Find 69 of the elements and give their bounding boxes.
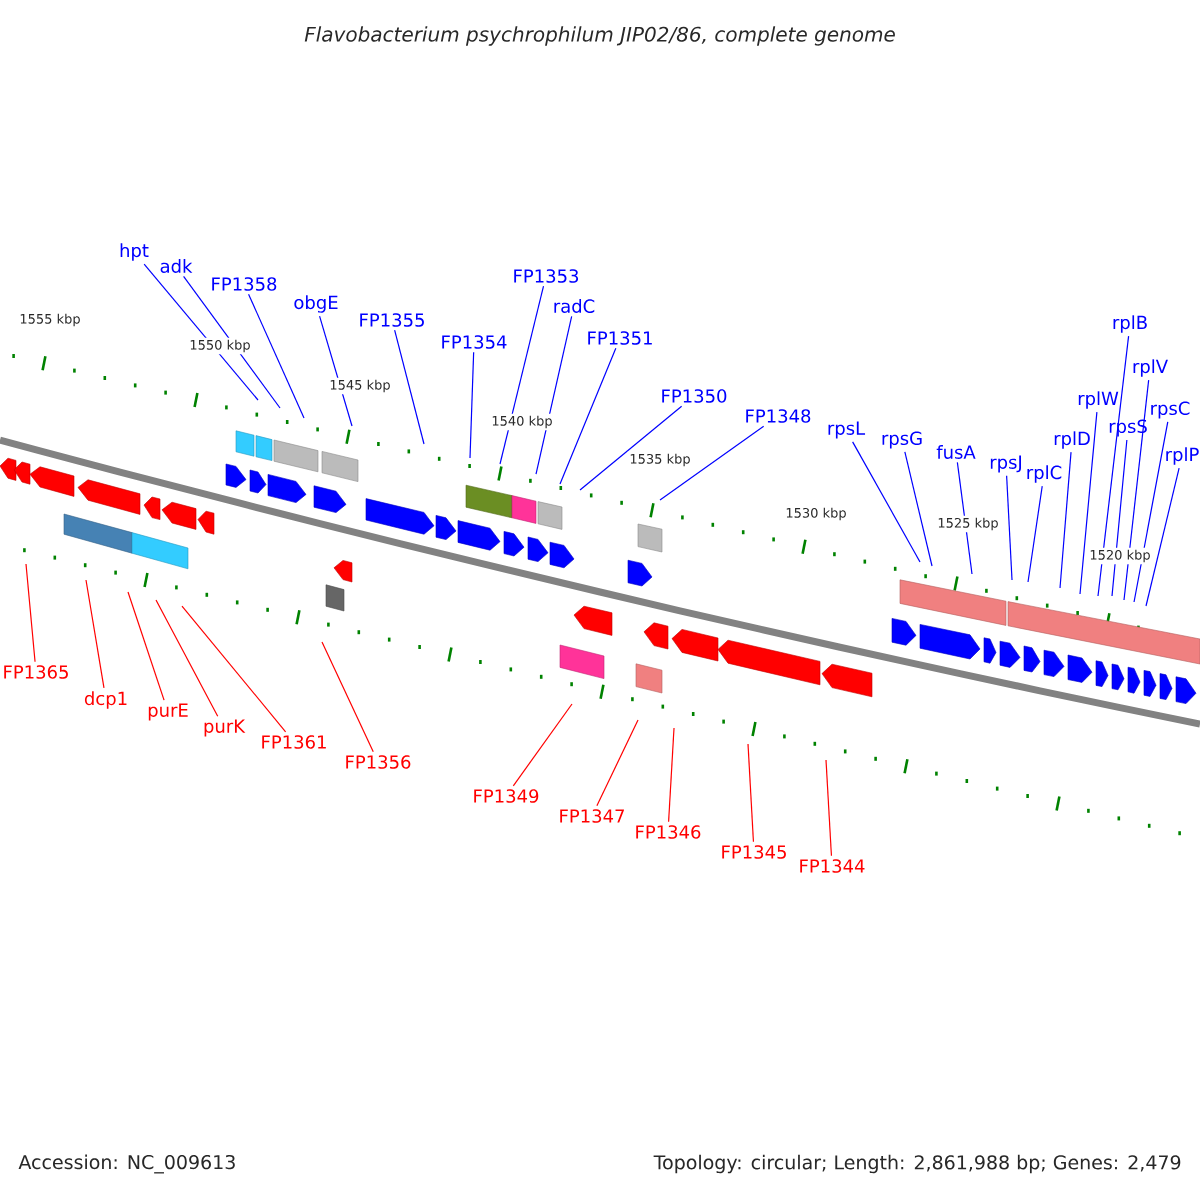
leader-line <box>127 591 165 701</box>
leader-line <box>85 579 105 689</box>
gene-label: FP1356 <box>346 755 411 769</box>
leader-line <box>668 727 675 823</box>
leader-line <box>535 315 573 475</box>
leader-line <box>904 451 933 567</box>
gene-label: rpsL <box>828 421 866 439</box>
leader-line <box>747 743 755 843</box>
gene-label: hpt <box>120 243 149 261</box>
leader-line <box>1133 421 1169 603</box>
gene-label: purK <box>204 719 246 737</box>
gene-label: FP1358 <box>212 277 277 291</box>
leader-line <box>143 263 259 401</box>
leader-line <box>1111 439 1128 597</box>
leader-line <box>1123 379 1150 601</box>
gene-label: FP1361 <box>262 735 326 749</box>
gene-label: FP1355 <box>360 313 424 327</box>
leader-line <box>321 641 374 753</box>
title: Flavobacterium psychrophilum JIP02/86, complete genome <box>304 26 895 46</box>
footer-text: Topology: circular; Length: 2,861,988 bp; Genes: 2,479 <box>651 1152 1184 1176</box>
gene-label: rplB <box>1113 315 1147 333</box>
gene-label: radC <box>554 299 595 313</box>
gene-label: FP1351 <box>588 331 652 345</box>
gene-label: FP1345 <box>722 845 786 859</box>
leader-line <box>579 405 683 491</box>
gene-label: dcp1 <box>84 691 127 709</box>
gene-label: rpsG <box>882 431 922 449</box>
gene-label: purE <box>148 703 188 721</box>
gene-label: FP1350 <box>662 389 727 403</box>
gene-label: rplC <box>1027 465 1062 483</box>
leader-line <box>596 719 639 807</box>
leader-line <box>1059 451 1072 589</box>
gene-label: rplW <box>1078 391 1119 409</box>
gene-label: FP1346 <box>636 825 701 839</box>
leader-line <box>512 703 573 787</box>
leader-line <box>247 293 305 419</box>
gene-label: obgE <box>294 295 338 313</box>
leader-line <box>659 425 765 501</box>
leader-line <box>559 347 617 485</box>
leader-line <box>1079 411 1098 595</box>
gene-label: rplD <box>1054 431 1090 449</box>
leader-line <box>1145 467 1180 607</box>
gene-label: rplV <box>1133 359 1168 377</box>
gene-label: rpsJ <box>990 455 1021 473</box>
gene-label: rplP <box>1166 447 1199 465</box>
footer-text: Accession: NC_009613 <box>16 1152 239 1176</box>
gene-label: FP1354 <box>442 335 507 349</box>
leader-line <box>469 351 475 459</box>
gene-label: FP1349 <box>474 789 539 803</box>
gene-label: FP1353 <box>514 269 579 283</box>
gene-label: rpsC <box>1151 401 1190 419</box>
leader-line <box>499 285 545 465</box>
gene-label: FP1347 <box>560 809 624 823</box>
leader-line <box>852 441 921 563</box>
leader-line <box>1097 335 1130 597</box>
leader-line <box>825 759 833 857</box>
gene-label: FP1365 <box>4 665 68 679</box>
gene-label: FP1348 <box>746 409 811 423</box>
leader-line <box>25 563 36 663</box>
leader-line <box>155 599 219 717</box>
leader-line <box>318 315 353 427</box>
gene-label: fusA <box>936 445 976 459</box>
leader-line <box>1027 485 1043 583</box>
leader-line <box>181 605 287 733</box>
leader-line <box>183 275 281 409</box>
leader-line <box>394 329 425 445</box>
gene-label: adk <box>160 259 193 273</box>
gene-label: FP1344 <box>800 859 865 873</box>
leader-line <box>1006 475 1013 581</box>
